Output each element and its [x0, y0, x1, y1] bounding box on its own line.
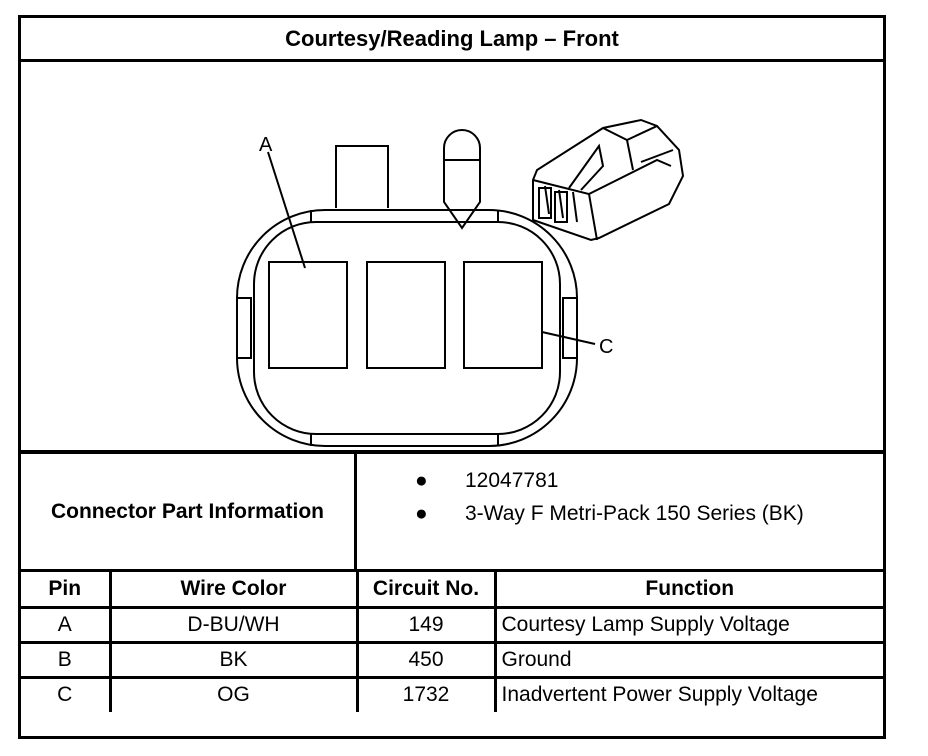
pin-table-header-row: Pin Wire Color Circuit No. Function	[21, 572, 883, 609]
document-title: Courtesy/Reading Lamp – Front	[21, 18, 883, 62]
table-row: A D-BU/WH 149 Courtesy Lamp Supply Volta…	[21, 605, 883, 644]
circuit-cell: 149	[355, 605, 497, 644]
bullet-icon: ●	[415, 502, 428, 525]
header-wire-color: Wire Color	[108, 572, 359, 609]
pin-cell: C	[21, 675, 112, 712]
circuit-cell: 1732	[355, 675, 497, 712]
polarization-key	[443, 129, 481, 230]
callout-a-label: A	[259, 134, 273, 156]
latch-tab	[335, 145, 389, 208]
connector-part-info-label: Connector Part Information	[21, 454, 357, 569]
callout-c-leader	[541, 331, 596, 345]
callout-c-label: C	[599, 336, 613, 358]
wire-color-cell: OG	[108, 675, 359, 712]
header-function: Function	[493, 572, 883, 609]
connector-diagram: A C	[236, 118, 685, 447]
connector-housing-inner	[253, 221, 561, 435]
table-row: C OG 1732 Inadvertent Power Supply Volta…	[21, 675, 883, 712]
connector-part-info-list: ● 12047781 ● 3-Way F Metri-Pack 150 Seri…	[357, 454, 883, 569]
connector-housing-outer	[236, 209, 578, 447]
function-cell: Ground	[493, 640, 883, 679]
header-circuit-no: Circuit No.	[355, 572, 497, 609]
connector-document: Courtesy/Reading Lamp – Front A	[18, 15, 886, 739]
function-cell: Courtesy Lamp Supply Voltage	[493, 605, 883, 644]
function-cell: Inadvertent Power Supply Voltage	[493, 675, 883, 712]
pin-cell: A	[21, 605, 112, 644]
connector-part-info-row: Connector Part Information ● 12047781 ● …	[21, 454, 883, 572]
connector-figure: A C	[21, 62, 883, 454]
connector-series: 3-Way F Metri-Pack 150 Series (BK)	[465, 502, 804, 525]
connector-3d-icon	[532, 118, 685, 242]
pin-table: Pin Wire Color Circuit No. Function A D-…	[21, 572, 883, 712]
pin-cavity-a	[268, 261, 348, 369]
wire-color-cell: D-BU/WH	[108, 605, 359, 644]
wire-color-cell: BK	[108, 640, 359, 679]
table-row: B BK 450 Ground	[21, 640, 883, 679]
bullet-icon: ●	[415, 469, 428, 492]
callout-a-leader	[267, 151, 306, 269]
header-pin: Pin	[21, 572, 112, 609]
pin-cell: B	[21, 640, 112, 679]
circuit-cell: 450	[355, 640, 497, 679]
pin-cavity-b	[366, 261, 446, 369]
part-number: 12047781	[465, 469, 559, 492]
pin-cavity-c	[463, 261, 543, 369]
